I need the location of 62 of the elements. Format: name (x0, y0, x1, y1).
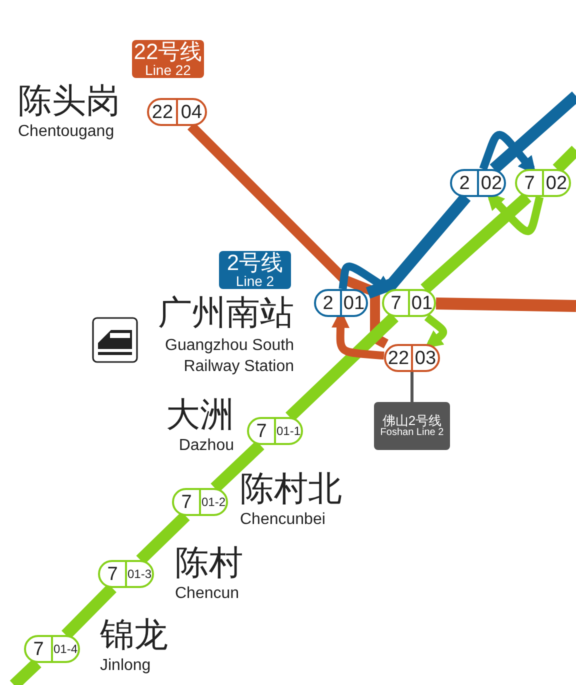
station-number: 01-3 (125, 562, 152, 586)
station-number: 01-4 (51, 637, 78, 661)
line-name-english: Line 22 (145, 63, 191, 78)
line-number: 7 (390, 294, 402, 312)
track-line (136, 512, 190, 564)
track-line (210, 440, 264, 492)
line-number: 7 (523, 174, 536, 192)
line-number: 7 (255, 422, 268, 440)
station-number: 01-2 (199, 490, 226, 514)
track-line (62, 584, 116, 640)
station-number: 01 (340, 291, 366, 315)
station-code-pill (147, 98, 207, 126)
station-code-pill (384, 344, 440, 372)
line-badge (374, 402, 450, 450)
station-code-pill (98, 560, 154, 588)
line-badge (219, 251, 291, 289)
track-line (10, 658, 42, 685)
line-number: 7 (106, 564, 119, 584)
station-number: 02 (477, 171, 504, 195)
line-badge (132, 40, 204, 78)
line-number: 7 (32, 640, 45, 658)
station-name: 陈村 (175, 546, 244, 582)
station-name-english: Guangzhou South Railway Station (164, 336, 294, 377)
station-name: 广州南站 (157, 296, 294, 332)
track-line (286, 312, 398, 422)
line-number: 22 (150, 102, 174, 122)
station-code-pill (515, 169, 571, 197)
track-line (436, 297, 576, 312)
line-number: 2 (458, 174, 471, 192)
line-number: 2 (322, 294, 334, 312)
station-name-english: Chentougang (18, 124, 116, 141)
line-name: 22号线 (134, 40, 202, 64)
station-name: 陈村北 (240, 472, 343, 508)
station-number: 01 (408, 291, 434, 315)
station-name-english: Chencun (175, 586, 240, 603)
station-name: 大洲 (165, 398, 234, 434)
station-code-pill (314, 289, 368, 317)
station-code-pill (172, 488, 228, 516)
station-code-pill (450, 169, 506, 197)
line-name: 佛山2号线 (382, 414, 442, 428)
line-number: 7 (180, 492, 193, 512)
station-number: 02 (542, 171, 569, 195)
station-name: 锦龙 (100, 618, 169, 654)
station-number: 04 (176, 100, 205, 124)
track-line (420, 192, 532, 294)
track-line (490, 92, 576, 174)
track-line (552, 146, 576, 174)
station-code-pill (247, 417, 303, 445)
line-name-english: Foshan Line 2 (380, 428, 444, 438)
station-number: 01-1 (274, 419, 301, 443)
line-number: 22 (386, 348, 410, 368)
station-code-pill (24, 635, 80, 663)
station-name-english: Chencunbei (240, 512, 326, 529)
station-name-english: Jinlong (100, 658, 152, 675)
line-name-english: Line 2 (236, 274, 274, 289)
transfer-arrow (424, 314, 448, 348)
track-line (410, 372, 414, 402)
station-name: 陈头岗 (18, 84, 121, 120)
line-name: 2号线 (226, 251, 284, 274)
station-number: 03 (411, 346, 438, 370)
station-code-pill (382, 289, 436, 317)
station-name-english: Dazhou (178, 438, 234, 455)
